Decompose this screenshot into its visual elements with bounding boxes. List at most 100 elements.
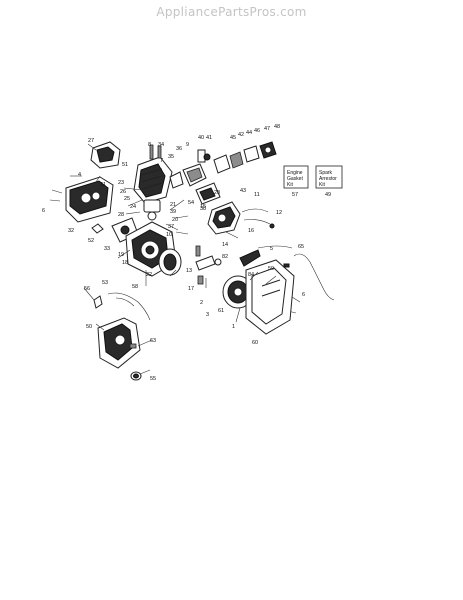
callout-label: 3 [206, 312, 209, 318]
callout-label: 10 [166, 232, 172, 238]
callout-label: 36 [176, 146, 182, 152]
part-35-muffler-gasket [169, 171, 184, 189]
callout-label: 1 [232, 324, 235, 330]
callout-label: 63 [150, 338, 156, 344]
kit-line-3: Kit [319, 182, 325, 188]
callout-label: 55 [150, 376, 156, 382]
callout-label: 27 [88, 138, 94, 144]
part-piston [143, 199, 161, 221]
callout-label: 43 [240, 188, 246, 194]
part-84-starter-pawl [239, 249, 261, 267]
leader-lines [70, 143, 277, 375]
callout-label: 50 [86, 324, 92, 330]
callout-label: 34 [158, 142, 164, 148]
callout-label: 21 [170, 202, 176, 208]
kit-line-1: Spark [319, 170, 333, 176]
callout-label: 44 [246, 130, 252, 136]
callout-label: 20 [172, 217, 178, 223]
callout-label: 17 [188, 286, 194, 292]
callout-label: 53 [102, 280, 108, 286]
callout-label: 6 [302, 292, 305, 298]
callout-label: 28 [214, 190, 220, 196]
part-15-flywheel [158, 248, 182, 276]
part-38-ignition-module [195, 182, 221, 205]
callout-label: 16 [248, 228, 254, 234]
callout-label: 14 [222, 242, 228, 248]
part-42-48-spark-arrestor [213, 141, 277, 174]
callout-label: 19 [118, 252, 124, 258]
callout-label: 15 [200, 204, 206, 210]
callout-label: 60 [252, 340, 258, 346]
callout-label: 25 [124, 196, 130, 202]
callout-labels: 27 31 4 6 32 52 33 23 26 25 24 28 19 18 … [42, 124, 305, 382]
kit-line-3: Kit [287, 182, 293, 188]
kit-line-2: Arrestor [319, 176, 337, 182]
part-5-starter-rope [257, 245, 293, 249]
part-14-fuel-tank [207, 201, 241, 235]
part-11-fuel-line [241, 208, 275, 229]
part-52-gasket [91, 223, 104, 234]
callout-label: 8 [148, 142, 151, 148]
callout-label: 26 [120, 189, 126, 195]
kit-line-2: Gasket [287, 176, 303, 182]
callout-label: 13 [186, 268, 192, 274]
callout-label: 22 [146, 272, 152, 278]
kit-number: 57 [292, 192, 298, 198]
callout-label: 54 [188, 200, 194, 206]
callout-label: 65 [298, 244, 304, 250]
callout-label: 42 [238, 132, 244, 138]
callout-label: 46 [254, 128, 260, 134]
callout-label: 24 [130, 204, 136, 210]
part-60-starter-housing [245, 259, 295, 335]
callout-label: 82 [222, 254, 228, 260]
callout-label: 48 [274, 124, 280, 130]
part-cylinder [133, 144, 173, 204]
part-53-wire [107, 292, 151, 321]
callout-label: 2 [200, 300, 203, 306]
callout-label: 51 [122, 162, 128, 168]
callout-label: 52 [88, 238, 94, 244]
callout-label: 84 [248, 272, 254, 278]
callout-label: 23 [118, 180, 124, 186]
callout-label: 9 [186, 142, 189, 148]
part-50-handle-housing [97, 317, 141, 369]
callout-label: 32 [68, 228, 74, 234]
part-40-41-bracket [197, 149, 211, 163]
callout-label: 37 [168, 224, 174, 230]
part-27-cap [90, 141, 121, 169]
callout-label: 47 [264, 126, 270, 132]
part-17-shaft [195, 255, 216, 285]
engine-gasket-kit-box: Engine Gasket Kit 57 [283, 165, 309, 198]
kit-line-1: Engine [287, 170, 303, 176]
callout-label: 6 [42, 208, 45, 214]
part-4-air-filter-housing [65, 176, 114, 223]
part-56-clip [93, 295, 103, 309]
part-36-muffler [182, 163, 207, 187]
part-82-washer [214, 258, 222, 266]
callout-label: 18 [122, 260, 128, 266]
callout-label: 11 [254, 192, 260, 198]
callout-label: 28 [118, 212, 124, 218]
part-18-spark-plug [195, 245, 201, 257]
callout-label: 12 [276, 210, 282, 216]
callout-label: 61 [218, 308, 224, 314]
part-65-throttle-cable [283, 253, 335, 301]
callout-label: 38 [200, 206, 206, 212]
watermark: AppliancePartsPros.com [156, 5, 307, 19]
callout-label: 7 [160, 158, 163, 164]
callout-label: 41 [206, 135, 212, 141]
callout-label: 4 [78, 172, 81, 178]
callout-label: 58 [132, 284, 138, 290]
part-63-grommet [129, 343, 137, 349]
callout-label: 33 [104, 246, 110, 252]
callout-label: 5 [270, 246, 273, 252]
callout-label: 39 [170, 209, 176, 215]
callout-label: 35 [168, 154, 174, 160]
callout-label: 56 [84, 286, 90, 292]
callout-label: 40 [198, 135, 204, 141]
callout-label: 59 [268, 266, 274, 272]
callout-label: 31 [100, 182, 106, 188]
callout-label: 45 [230, 135, 236, 141]
part-55-knob [130, 371, 142, 381]
